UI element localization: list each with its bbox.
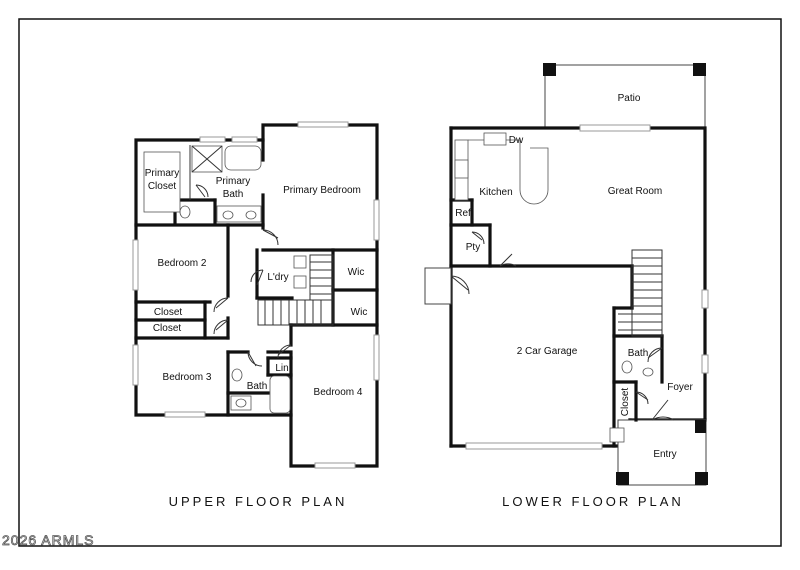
room-label-wic-1: Wic [348,267,365,278]
door-swing [651,399,675,421]
room-label-entry: Entry [653,449,676,460]
room-label-patio: Patio [618,93,641,104]
window [164,411,206,418]
room-label-bedroom-3: Bedroom 3 [163,372,212,383]
sink-icon [235,398,247,408]
room-label-linen: Lin [275,363,288,374]
room-label-closet-2: Closet [153,323,182,334]
bathtub-fixture [224,145,262,171]
entry-column [616,472,629,485]
garage-door [465,442,603,450]
door-swing [647,347,663,363]
sink-icon [642,367,654,377]
window [314,462,356,469]
window [199,136,226,143]
door-swing [277,344,292,359]
room-label-primary-bath-2: Bath [223,189,244,200]
room-label-great-room: Great Room [608,186,662,197]
room-label-bedroom-2: Bedroom 2 [158,258,207,269]
room-label-bedroom-4: Bedroom 4 [314,387,363,398]
door-swing [262,229,279,246]
side-door-landing [424,267,452,305]
range-icon [454,159,469,179]
upper-floor-plan: Primary Closet Primary Bath Primary Bedr… [132,121,380,509]
kitchen-sink-icon [483,132,507,146]
room-label-primary-bath: Primary [216,176,250,187]
room-label-primary-closet-2: Closet [148,181,177,192]
toilet-icon [621,360,633,374]
kitchen-island [468,139,549,205]
room-label-foyer: Foyer [667,382,693,393]
toilet-icon [231,368,243,382]
door-swing [635,391,649,405]
room-label-primary-closet: Primary [145,168,179,179]
watermark: 2026 ARMLS [2,532,95,548]
room-label-laundry: L'dry [267,272,288,283]
patio-column [543,63,556,76]
sink-icon [245,210,257,220]
lower-floor-title: LOWER FLOOR PLAN [502,494,684,509]
patio-column [693,63,706,76]
lower-floor-plan: Patio Dw Kitchen Great Room Ref Pty 2 Ca… [424,63,709,509]
window [132,239,139,291]
door-swing [471,231,485,245]
fixture-label-dishwasher: Dw [509,135,524,146]
door-swing [499,253,517,267]
window [701,354,709,374]
window [132,344,139,386]
window [373,334,380,381]
room-label-garage: 2 Car Garage [517,346,578,357]
room-label-bath: Bath [247,381,268,392]
door-swing [213,319,229,335]
lower-outer-wall [449,126,707,422]
room-label-wic-2: Wic [351,307,368,318]
window [231,136,258,143]
fixture-label-refrigerator: Ref [455,208,471,219]
room-label-primary-bedroom: Primary Bedroom [283,185,361,196]
room-label-closet-1: Closet [154,307,183,318]
door-swing [213,297,229,313]
room-label-pantry: Pty [466,242,480,253]
window [373,199,380,241]
bathtub-fixture [269,375,291,414]
toilet-icon [179,205,191,219]
upper-floor-title: UPPER FLOOR PLAN [169,494,348,509]
room-label-bath: Bath [628,348,649,359]
entry-column [695,472,708,485]
water-heater-icon [609,427,625,443]
room-label-closet: Closet [620,388,631,417]
entry-porch [617,419,707,486]
window [297,121,349,128]
door-swing [450,275,470,295]
closet-shelving [143,151,181,213]
window [701,289,709,309]
washer-icon [293,255,307,269]
door-swing [250,269,264,286]
lower-stairs [618,249,663,337]
sink-icon [222,210,234,220]
window [579,124,651,132]
dryer-icon [293,275,307,289]
upper-stairs [257,254,334,326]
room-label-kitchen: Kitchen [479,187,512,198]
entry-column [695,420,706,433]
door-swing [247,351,263,367]
door-swing [195,184,209,198]
